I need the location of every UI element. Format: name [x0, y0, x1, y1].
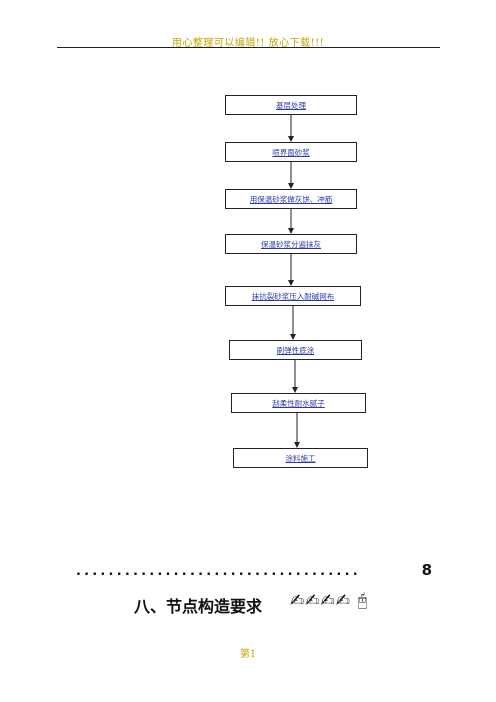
- flow-step-anti-crack-mesh: 抹抗裂砂浆压入耐碱网布: [225, 286, 361, 306]
- flow-step-elastic-primer: 刷弹性底涂: [229, 340, 362, 360]
- flow-step-interface-mortar: 喷界面砂浆: [225, 142, 357, 162]
- page-footer: 第1: [239, 649, 257, 660]
- flow-step-base-treatment: 基层处理: [225, 95, 357, 115]
- toc-page-number: 8: [421, 561, 432, 579]
- header-divider: [57, 47, 440, 48]
- flowchart: 基层处理 喷界面砂浆 用保温砂浆做灰饼、冲筋 保温砂浆分遍抹灰 抹抗裂砂浆压入耐…: [225, 95, 368, 468]
- flow-arrows: [288, 115, 300, 448]
- toc-leader-dots: ...................................: [76, 564, 361, 579]
- section-title: 八、节点构造要求: [134, 597, 263, 616]
- flow-step-coating: 涂料施工: [233, 448, 368, 468]
- wingding-glyphs: ✍✍✍✍ 🖰: [290, 591, 369, 611]
- flow-step-screeding: 用保温砂浆做灰饼、冲筋: [225, 189, 357, 209]
- page-header: 用心整理可以编辑!! 放心下载!!!: [171, 38, 325, 49]
- flow-step-plastering: 保温砂浆分遍抹灰: [225, 234, 357, 254]
- flow-step-putty: 刮柔性耐水腻子: [231, 393, 366, 413]
- toc-entry[interactable]: ................................... 8: [76, 561, 436, 583]
